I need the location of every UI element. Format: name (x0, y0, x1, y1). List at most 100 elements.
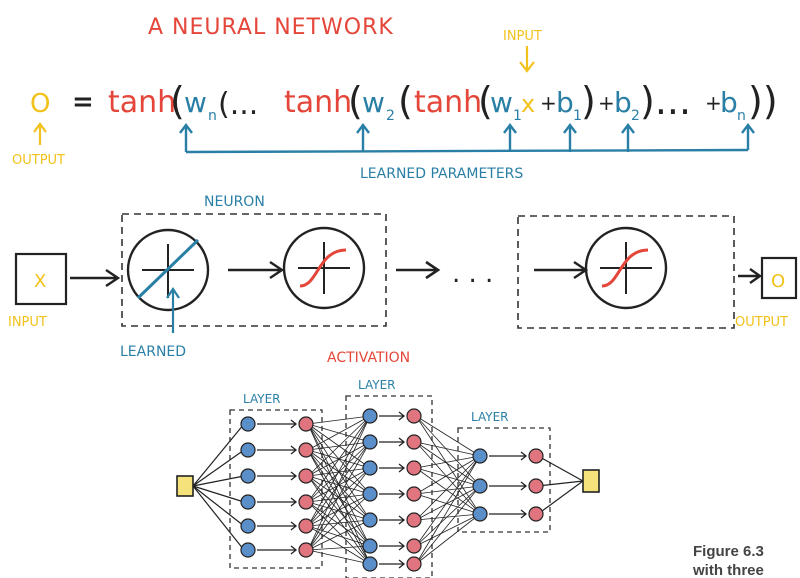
eq-b2: b (614, 86, 632, 119)
layer1-activation-node (298, 442, 314, 458)
dense-edge (415, 415, 481, 515)
layer2-linear-node (362, 556, 378, 572)
layer2-activation-node (406, 512, 422, 528)
layer1-node-arrow (257, 445, 298, 455)
output-up-arrow (33, 122, 47, 145)
layer2-linear-node (362, 538, 378, 554)
final-neuron-box (517, 215, 735, 329)
dense-edge (307, 415, 371, 503)
eq-bn-sub: n (737, 108, 746, 124)
layer3-node-arrow (489, 509, 528, 519)
eq-wn: w (184, 86, 207, 119)
input-edge (192, 485, 245, 503)
eq-b1-sub: 1 (573, 108, 582, 124)
dense-edge (307, 423, 371, 565)
output-edge (537, 455, 584, 482)
layer1-node-arrow (257, 497, 298, 507)
layer2-activation-node (406, 434, 422, 450)
equation: O = tanh ( w n (... tanh ( w 2 ( tanh ( … (30, 79, 778, 124)
layer2-label: LAYER (358, 378, 396, 392)
dense-edge (307, 415, 371, 425)
layer1-node-arrow (257, 471, 298, 481)
eq-b2-sub: 2 (631, 108, 640, 124)
dense-edge (415, 455, 481, 547)
dense-edge (415, 485, 481, 565)
layer1-label: LAYER (243, 392, 281, 406)
dense-edge (307, 467, 371, 527)
dense-edge (307, 415, 371, 551)
layer1-linear-node (240, 416, 256, 432)
dense-edge (307, 519, 371, 551)
dense-edge (415, 467, 481, 515)
layer1-node-arrow (257, 521, 298, 531)
layer2-linear-node (362, 460, 378, 476)
dense-edge (307, 493, 371, 551)
layer3-label: LAYER (471, 410, 509, 424)
layer1-activation-node (298, 494, 314, 510)
caption-line-2: with three (693, 562, 764, 578)
activation-label: ACTIVATION (327, 350, 410, 366)
layer1-linear-node (240, 542, 256, 558)
eq-x: x (521, 90, 535, 118)
dense-edge (415, 455, 481, 565)
dense-edge (415, 513, 481, 547)
eq-output: O (30, 89, 50, 119)
layer3-activation-node (528, 506, 544, 522)
eq-ellipsis-2: )... (640, 79, 691, 123)
output-box-o: O (771, 271, 785, 292)
layer2-node-arrow (379, 515, 406, 525)
layer2-node-arrow (379, 411, 406, 421)
svg-text:): ) (581, 79, 596, 123)
layer2-linear-node (362, 512, 378, 528)
input-edge (192, 485, 245, 551)
arrow-linear-activation (228, 261, 285, 279)
dense-edge (307, 501, 371, 521)
arrow-to-output (738, 268, 763, 284)
layer1-activation-node (298, 468, 314, 484)
layer2-linear-node (362, 408, 378, 424)
layer2-node-arrow (379, 541, 406, 551)
dense-edge (415, 485, 481, 547)
layer3-activation-node (528, 478, 544, 494)
eq-tanh-3: tanh (414, 85, 482, 120)
learned-up-arrow (166, 287, 180, 333)
dense-edge (307, 475, 371, 565)
dense-edge (307, 493, 371, 503)
eq-bn: b (720, 86, 738, 119)
dense-edge (415, 455, 481, 495)
eq-plus-1: + (540, 91, 557, 115)
dense-edge (307, 493, 371, 527)
ellipsis-middle: . . . (452, 259, 493, 289)
neuron-box (121, 213, 387, 327)
layer1-activation-node (298, 518, 314, 534)
eq-b1: b (556, 86, 574, 119)
title: A NEURAL NETWORK (148, 15, 394, 40)
input-edge (192, 449, 245, 487)
eq-plus-3: + (705, 91, 722, 115)
dense-edge (415, 513, 481, 521)
activation-circle (282, 226, 366, 310)
eq-plus-2: + (598, 91, 615, 115)
layer1-activation-node (298, 416, 314, 432)
dense-edge (307, 525, 371, 547)
layer3-node-arrow (489, 481, 528, 491)
linear-unit-circle (126, 228, 210, 312)
eq-w2: w (362, 86, 385, 119)
learned-parameters-label: LEARNED PARAMETERS (360, 166, 523, 182)
dense-edge (307, 441, 371, 551)
caption-line-1: Figure 6.3 (693, 543, 764, 560)
output-left-label: OUTPUT (12, 153, 65, 168)
dense-edge (415, 455, 481, 469)
input-box-x: X (34, 271, 46, 292)
output-box-label: OUTPUT (735, 315, 788, 330)
layer2-activation-node (406, 556, 422, 572)
output-box (760, 256, 798, 300)
dense-edge (415, 485, 481, 521)
dense-edge (415, 513, 481, 565)
dense-edge (307, 545, 371, 551)
dense-edge (415, 441, 481, 515)
layer1-activation-node (298, 542, 314, 558)
dense-edge (415, 441, 481, 457)
eq-close: )) (748, 79, 778, 123)
